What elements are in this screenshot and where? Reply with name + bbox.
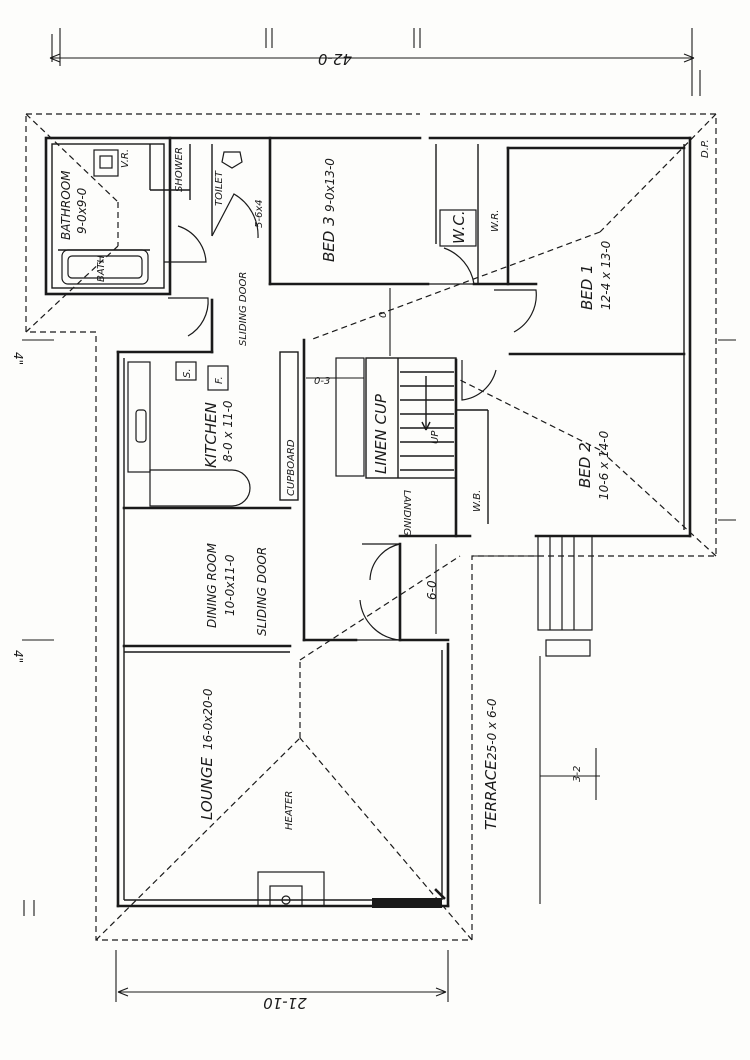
sliding-door-label: SLIDING DOOR — [255, 547, 269, 636]
fridge-label: F. — [214, 376, 225, 384]
bed1-size: 12-4 x 13-0 — [599, 240, 613, 310]
roof-outline — [25, 113, 717, 941]
dining-label: DINING ROOM — [205, 542, 219, 628]
vanity-fixture — [93, 149, 119, 177]
toilet-size: 5-6x4 — [254, 199, 265, 228]
bed3-size: 9-0x13-0 — [323, 158, 337, 212]
wb-label: W.B. — [472, 490, 483, 512]
toilet-fixture — [221, 151, 243, 169]
lounge-label: LOUNGE — [198, 756, 216, 820]
terrace-edge — [306, 288, 736, 904]
top-width-label: 42-0 — [318, 50, 352, 68]
bottom-width-label: 21-10 — [263, 994, 307, 1012]
bathroom-size: 9-0x9-0 — [75, 187, 89, 234]
kitchen-counter — [127, 361, 151, 473]
side-6-0-label: 6-0 — [425, 580, 439, 600]
wc-label: W.C. — [450, 210, 468, 244]
bed2-size: 10-6 x 14-0 — [597, 430, 611, 500]
room-labels: BATHROOM 9-0x9-0 V.R. BATH SHOWER TOILET… — [59, 139, 711, 830]
door-swings — [164, 193, 537, 641]
dp-label: D.P. — [700, 139, 711, 158]
interior-walls — [58, 136, 686, 653]
bathroom-label: BATHROOM — [59, 170, 73, 240]
shower-label: SHOWER — [174, 147, 185, 192]
side-3-2-label: 3-2 — [572, 766, 583, 782]
left-dimension-marks: 4" 4" — [11, 339, 54, 916]
vr-label: V.R. — [120, 149, 131, 168]
kitchen-size: 8-0 x 11-0 — [221, 400, 235, 462]
wr-label: W.R. — [490, 210, 501, 232]
sink-fixture — [135, 409, 147, 443]
bath-label: BATH — [96, 255, 107, 282]
entry-steps — [537, 535, 593, 657]
terrace-size: 25-0 x 6-0 — [485, 698, 499, 760]
toilet-label: TOILET — [214, 170, 225, 206]
left-mark-lower: 4" — [11, 650, 25, 663]
top-dimension-line: 42-0 — [49, 28, 701, 96]
bed1-label: BED 1 — [578, 264, 596, 310]
kitchen-label: KITCHEN — [202, 402, 220, 468]
terrace-label: TERRACE — [482, 760, 500, 830]
sliding-door-top-label: SLIDING DOOR — [238, 272, 249, 346]
landing-label: LANDING — [401, 490, 412, 536]
up-label: UP — [430, 430, 441, 444]
hearth-block — [372, 898, 442, 908]
fireplace — [257, 871, 325, 907]
cupboard-label: CUPBOARD — [286, 439, 297, 496]
exterior-walls — [44, 136, 692, 908]
hall-0-3-label: 0-3 — [314, 376, 330, 387]
heater-label: HEATER — [284, 791, 295, 830]
stairs — [400, 371, 454, 471]
fixtures — [61, 149, 593, 908]
sink-label: S. — [182, 368, 193, 378]
fridge-fixture — [207, 365, 229, 391]
breakfast-bar — [149, 469, 251, 507]
left-mark-upper: 4" — [11, 352, 25, 365]
dining-size: 10-0x11-0 — [223, 554, 237, 616]
bed3-label: BED 3 — [320, 216, 338, 262]
bed2-label: BED 2 — [576, 442, 594, 488]
linen-cup-label: LINEN CUP — [372, 393, 390, 474]
lounge-size: 16-0x20-0 — [201, 688, 215, 750]
bottom-dimension-line: 21-10 — [115, 950, 449, 1012]
hall-0-label: 0 — [378, 312, 389, 318]
bathtub-fixture — [61, 249, 149, 285]
